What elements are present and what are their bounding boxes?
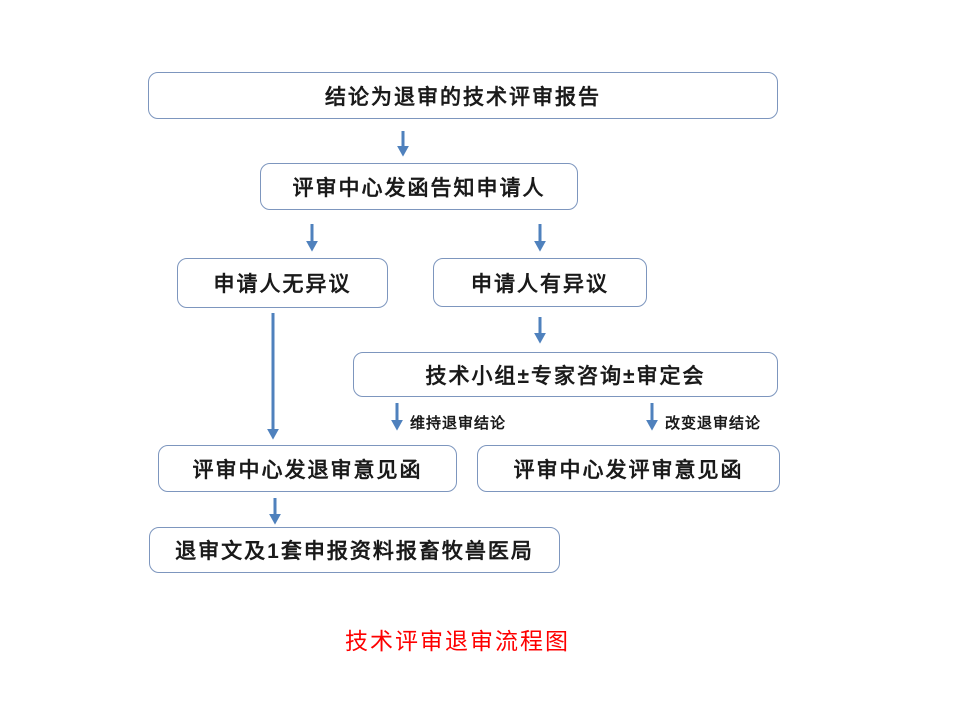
node-notify: 评审中心发函告知申请人 <box>260 163 578 210</box>
diagram-caption: 技术评审退审流程图 <box>345 629 570 654</box>
edge-label-change: 改变退审结论 <box>665 415 762 432</box>
node-objection: 申请人有异议 <box>433 258 647 307</box>
node-report: 结论为退审的技术评审报告 <box>148 72 778 119</box>
node-tech-group: 技术小组±专家咨询±审定会 <box>353 352 778 397</box>
node-final-report: 退审文及1套申报资料报畜牧兽医局 <box>149 527 560 573</box>
edge-label-maintain: 维持退审结论 <box>410 415 507 432</box>
node-review-letter: 评审中心发评审意见函 <box>477 445 780 492</box>
node-rejection-letter: 评审中心发退审意见函 <box>158 445 457 492</box>
node-no-objection: 申请人无异议 <box>177 258 388 308</box>
